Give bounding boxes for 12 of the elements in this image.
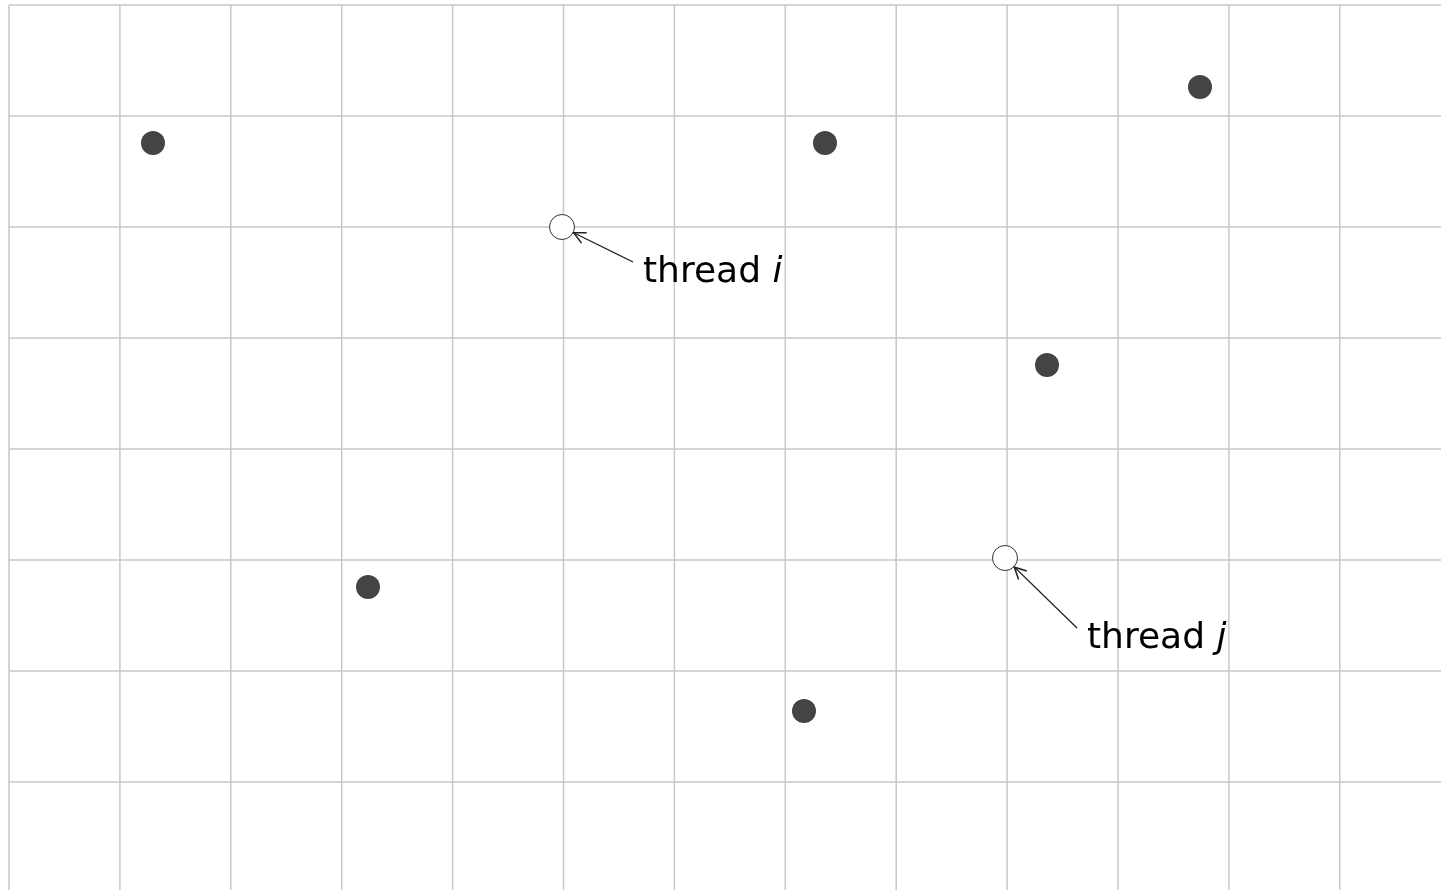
thread-label: thread i	[643, 250, 783, 290]
point-dot	[356, 575, 380, 599]
thread-label: thread j	[1087, 616, 1227, 656]
leader-line	[572, 231, 634, 263]
point-dot	[813, 131, 837, 155]
thread-marker	[549, 214, 575, 240]
point-dot	[141, 131, 165, 155]
point-dot	[1035, 353, 1059, 377]
point-dot	[792, 699, 816, 723]
thread-marker	[992, 545, 1018, 571]
leader-line	[1013, 566, 1078, 629]
point-dot	[1188, 75, 1212, 99]
